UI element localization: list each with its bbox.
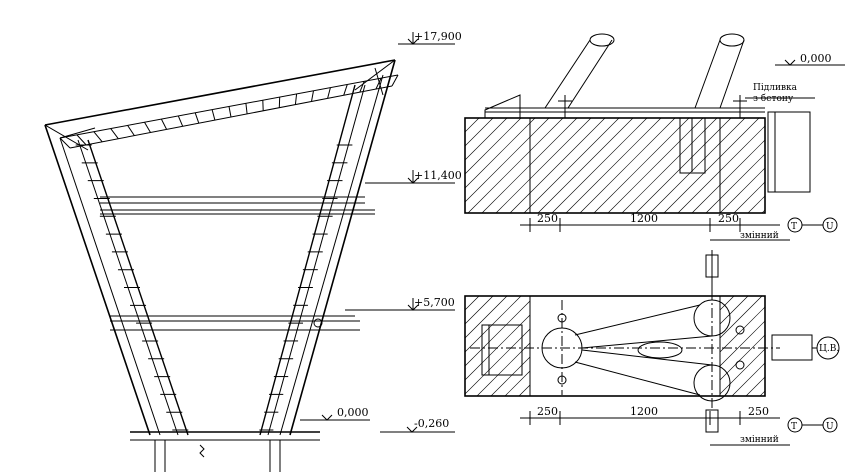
foundation-plan <box>464 250 840 446</box>
concrete-hatching <box>464 117 766 214</box>
mark-below: -0,260 <box>414 417 449 430</box>
plan-bubble-u: U <box>826 422 834 432</box>
plan-axis-label: Ц.В. <box>819 344 839 354</box>
section-dim-right: 250 <box>718 212 739 225</box>
section-dim-left: 250 <box>537 212 558 225</box>
plan-dim-right: 250 <box>748 405 769 418</box>
section-bubble-t: T <box>791 222 797 232</box>
mark-ground: 0,000 <box>337 406 369 419</box>
section-mark-zero: 0,000 <box>800 52 832 65</box>
section-dim-mid: 1200 <box>630 212 658 225</box>
mark-top: +17,900 <box>414 30 462 43</box>
foundation-section <box>464 33 845 241</box>
plan-bubble-t: T <box>791 422 797 432</box>
mark-upper: +11,400 <box>414 169 462 182</box>
plan-dim-left: 250 <box>537 405 558 418</box>
elevation-marks <box>300 32 455 433</box>
grout-note-line1: Підливка <box>753 83 798 93</box>
plan-hatching <box>464 295 766 397</box>
frame-elevation <box>44 59 399 472</box>
plan-variable-label: змінний <box>740 435 779 445</box>
section-variable-label: змінний <box>740 231 779 241</box>
section-bubble-u: U <box>826 222 834 232</box>
grout-note-line2: з бетону <box>753 93 794 104</box>
leg-batten-lines <box>75 144 353 431</box>
top-chord-batten-lines <box>59 74 399 149</box>
plan-dim-mid: 1200 <box>630 405 658 418</box>
mark-middle: +5,700 <box>414 296 455 309</box>
